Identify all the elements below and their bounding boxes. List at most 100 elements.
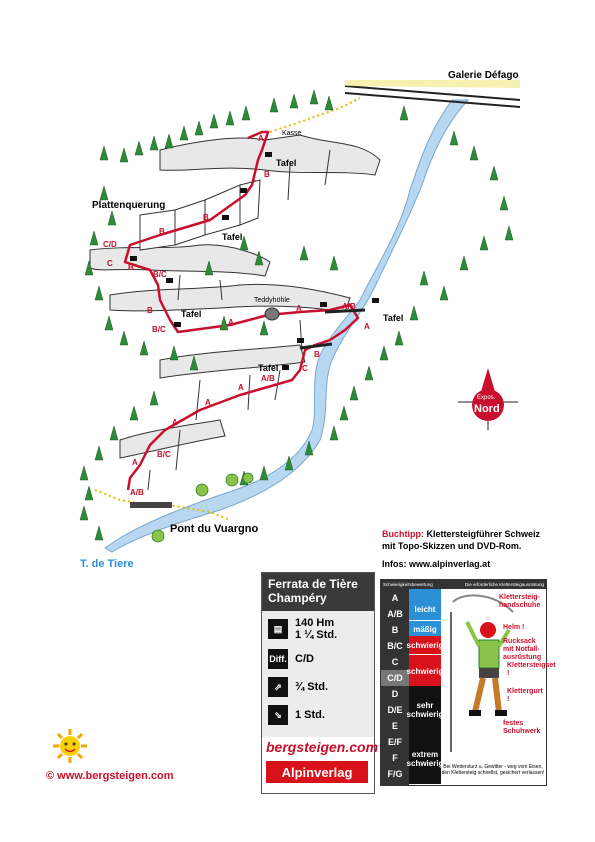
grade-label: A/B — [130, 488, 144, 497]
kit-rucksack: Rucksack mit Notfall-ausrüstung — [503, 638, 542, 661]
book-tip-line2: mit Topo-Skizzen und DVD-Rom. — [382, 541, 522, 551]
tafel-label-3: Tafel — [181, 309, 202, 319]
hiker-down-icon: ⇘ — [268, 705, 288, 725]
pont-bridge — [130, 502, 172, 508]
kit-gurt: Klettergurt ! — [507, 688, 543, 703]
tafel-label-4: Tafel — [383, 313, 404, 323]
descent-trail — [94, 489, 231, 521]
grade-label: B — [264, 170, 270, 179]
grade-cell: A — [391, 593, 399, 603]
approach-trail — [269, 97, 361, 133]
grade-label: A — [238, 383, 244, 392]
tafel-label-5: Tafel — [258, 363, 279, 373]
kit-set: Klettersteigset ! — [507, 662, 556, 677]
galerie-road — [344, 85, 521, 101]
tafel-label-2: Tafel — [222, 232, 243, 242]
grade-cell: E — [391, 721, 398, 731]
tafel-label-1: Tafel — [276, 158, 297, 168]
grade-label: A — [132, 458, 138, 467]
compass-nord: Nord — [474, 403, 500, 415]
bergsteigen-logo: bergsteigen.com — [266, 739, 379, 755]
info-row-approach: ⇗ ¾ Std. — [268, 677, 328, 697]
grade-label: B/C — [153, 270, 167, 279]
book-tip: Buchtipp: Klettersteigführer Schweiz mit… — [382, 528, 540, 570]
grade-label: B/C — [152, 325, 166, 334]
grade-cell: F/G — [387, 769, 403, 779]
scale-footer-2: den Klettersteig schnellst, gesichert ve… — [441, 770, 545, 776]
scale-header-right: Die erforderliche Klettersteigausrüstung — [464, 582, 544, 587]
grade-cell: B — [391, 625, 399, 635]
difficulty-icon: Diff. — [268, 649, 288, 669]
bridge-2 — [299, 342, 333, 350]
sun-logo-icon — [53, 729, 87, 763]
grade-label: B — [147, 306, 153, 315]
level-sehr-schwierig: sehr schwierig — [407, 686, 443, 734]
plattenquerung-label: Plattenquerung — [92, 200, 166, 211]
diff-value: C/D — [295, 653, 314, 665]
grade-label: B — [128, 263, 134, 272]
grade-label: A — [258, 134, 264, 143]
difficulty-scale: Schwierigkeitsbewertung Die erforderlich… — [380, 579, 556, 786]
bushes — [151, 472, 254, 543]
grade-label: A/B — [342, 302, 356, 311]
level-schwierig-1: schwierig — [407, 636, 443, 654]
ladder-icon: ▤ — [268, 619, 288, 639]
teddyhoehle-cave — [264, 307, 280, 321]
grade-label: A — [205, 398, 211, 407]
grade-column — [381, 589, 409, 785]
pont-label: Pont du Vuargno — [170, 523, 259, 535]
info-row-descent: ⇘ 1 Std. — [268, 705, 325, 725]
grade-label: A — [296, 304, 302, 313]
compass-expos: Expos. — [477, 395, 496, 401]
grade-cell: D/E — [387, 705, 403, 715]
grade-label: C — [302, 364, 308, 373]
grade-label: A — [172, 418, 178, 427]
scale-footer: Bei Wettersturz u. Gewitter - weg vom Ei… — [441, 764, 545, 776]
grade-label: C — [107, 259, 113, 268]
galerie-label: Galerie Défago — [448, 70, 519, 81]
river — [104, 99, 470, 553]
descent-value: 1 Std. — [295, 709, 325, 721]
grade-cell: C/D — [381, 670, 409, 686]
grade-label: B — [203, 213, 209, 222]
grade-label: B — [314, 350, 320, 359]
galerie-road-lower — [344, 92, 521, 108]
grade-cell: C — [391, 657, 399, 667]
scale-header: Schwierigkeitsbewertung Die erforderlich… — [381, 580, 546, 589]
kit-helm: Helm ! — [503, 624, 525, 631]
route-location: Champéry — [268, 591, 327, 605]
trees — [79, 89, 514, 541]
height-value: 140 Hm — [295, 617, 335, 629]
grade-label: A/B — [261, 374, 275, 383]
book-infos: Infos: www.alpinverlag.at — [382, 559, 491, 569]
route-title: Ferrata de Tière — [268, 577, 358, 591]
info-card-header: Ferrata de Tière Champéry — [262, 573, 374, 611]
grade-label: C/D — [103, 240, 117, 249]
teddyhoehle-label: Teddyhöhle — [254, 297, 290, 304]
grade-cell: B/C — [387, 641, 403, 651]
book-tip-label: Buchtipp: — [382, 529, 424, 539]
level-maessig: mäßig — [409, 620, 441, 637]
kit-schuhwerk: festes Schuhwerk — [503, 720, 541, 735]
book-tip-text: Klettersteigführer Schweiz — [426, 529, 541, 539]
level-schwierig-2: schwierig — [407, 654, 443, 687]
grade-label: A — [364, 322, 370, 331]
scale-footer-1: Bei Wettersturz u. Gewitter - weg vom Ei… — [443, 764, 543, 770]
grade-label: B — [159, 227, 165, 236]
grade-label: B/C — [157, 450, 171, 459]
time-value: 1 ¼ Std. — [295, 629, 338, 641]
level-extrem-schwierig: extrem schwierig — [407, 734, 443, 784]
kasse-label: Kasse — [282, 130, 302, 137]
alpinverlag-logo: Alpinverlag — [266, 761, 368, 783]
bridge-1 — [324, 308, 366, 314]
copyright-text: © www.bergsteigen.com — [46, 770, 174, 782]
hiker-up-icon: ⇗ — [268, 677, 288, 697]
tafel-markers — [130, 152, 379, 370]
grade-cell: A/B — [387, 609, 403, 619]
grade-cell: F — [392, 753, 398, 763]
climber-figure — [450, 594, 514, 752]
grade-label: A — [228, 318, 234, 327]
grade-cell: D — [391, 689, 399, 699]
